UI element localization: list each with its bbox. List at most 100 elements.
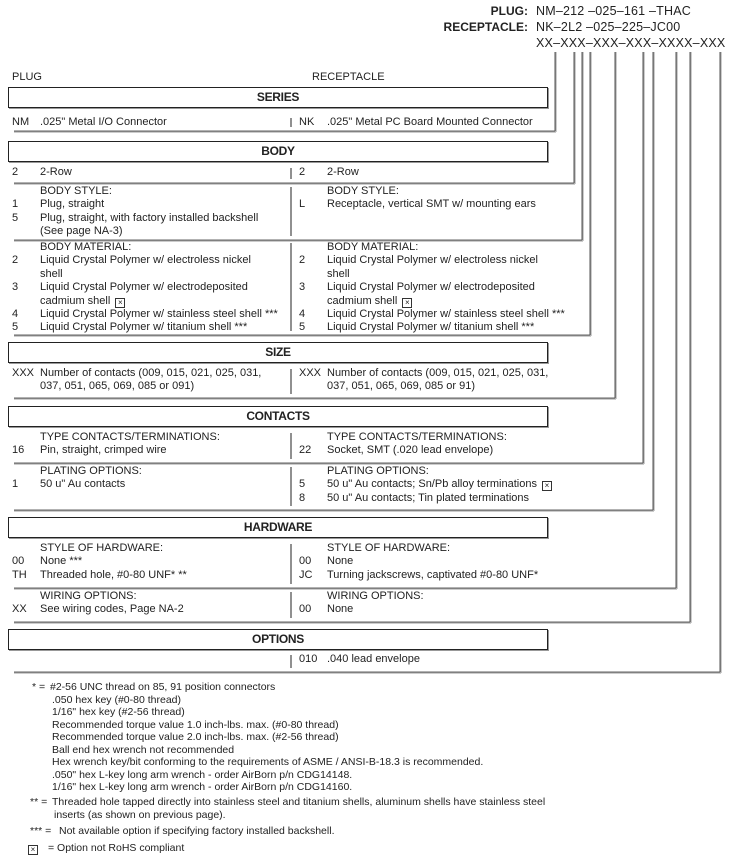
option-code: XX [12,603,27,616]
footnote-line: Hex wrench key/bit conforming to the req… [52,756,484,768]
group-label: STYLE OF HARDWARE: [40,542,164,554]
non-rohs-icon: × [402,297,413,308]
option-code: NK [299,116,315,128]
footnote-line: 1/16" hex L-key long arm wrench - order … [52,781,353,793]
option-code: 010 [299,653,318,665]
option-text: 50 u" Au contacts; Sn/Pb alloy terminati… [327,478,537,491]
option-code: 2 [12,254,19,267]
option-row: 5 50 u" Au contacts; Sn/Pb alloy terminat… [299,478,552,492]
group-label: WIRING OPTIONS: [327,590,424,602]
section-heading-series: SERIES [8,87,548,108]
option-row: 3 Liquid Crystal Polymer w/ electrodeposi… [299,281,565,308]
option-text: See wiring codes, Page NA-2 [40,603,184,616]
option-code: XXX [299,367,322,379]
option-row: XX See wiring codes, Page NA-2 [12,603,184,616]
option-text: Plug, straight [40,198,105,211]
group-label: BODY MATERIAL: [40,241,132,253]
group-label: PLATING OPTIONS: [40,465,142,477]
option-code: 00 [299,555,312,568]
footnote-line: 1/16" hex key (#2-56 thread) [52,706,185,718]
section-heading-contacts: CONTACTS [8,406,548,427]
option-row: 2 2-Row [12,166,72,179]
option-text: Liquid Crystal Polymer w/ stainless stee… [40,308,278,321]
footnote-mark: * = [32,681,46,693]
option-row: 4 Liquid Crystal Polymer w/ stainless ste… [299,308,565,321]
option-row: 5 Liquid Crystal Polymer w/ titanium shel… [12,321,278,334]
receptacle-options: 010 .040 lead envelope [299,653,420,666]
option-code: 4 [12,308,19,321]
footnote-line: Recommended torque value 2.0 inch-lbs. m… [52,731,339,743]
option-code: 2 [12,166,19,178]
option-code: 2 [299,166,306,178]
option-text: 2-Row [327,166,359,178]
option-text: None [327,555,354,568]
option-text: Turning jackscrews, captivated #0-80 UNF… [327,568,539,581]
non-rohs-icon: × [115,297,126,308]
footnote-mark: ** = [30,796,48,808]
footnote-line: Threaded hole tapped directly into stain… [52,796,546,808]
group-label: BODY STYLE: [40,185,112,197]
option-code: 5 [299,478,306,491]
option-row: 4 Liquid Crystal Polymer w/ stainless ste… [12,308,278,321]
option-code: 3 [12,281,19,294]
option-text: 50 u" Au contacts [40,478,126,491]
option-code: 5 [12,321,19,334]
option-text: Receptacle, vertical SMT w/ mounting ear… [327,198,536,211]
plug-options: 2 2-Row [12,166,72,179]
option-text: 2-Row [40,166,72,178]
option-code: 00 [299,603,312,616]
option-row: 2 Liquid Crystal Polymer w/ electroless n… [12,254,278,281]
option-text: None *** [40,555,83,568]
option-text: Liquid Crystal Polymer w/ electrodeposit… [327,281,535,307]
option-text: Socket, SMT (.020 lead envelope) [327,444,494,457]
plug-label: PLUG: [490,4,528,18]
receptacle-column-label: RECEPTACLE [312,71,385,83]
code-template: XX–XXX–XXX–XXX–XXXX–XXX [536,36,726,50]
option-text: Liquid Crystal Polymer w/ titanium shell… [327,321,535,334]
option-text: Liquid Crystal Polymer w/ electroless ni… [40,254,251,280]
plug-options: NM.025" Metal I/O Connector [12,116,167,129]
footnote-line: inserts (as shown on previous page). [54,808,226,821]
footnote-line: Not available option if specifying facto… [59,825,335,837]
option-text: .040 lead envelope [327,653,420,665]
option-text: Pin, straight, crimped wire [40,444,167,457]
footnote-line: = Option not RoHS compliant [48,842,185,854]
option-code: 3 [299,281,306,294]
section-heading-body: BODY [8,141,548,162]
receptacle-code: NK–2L2 –025–225–JC00 [536,20,681,34]
option-code: 4 [299,308,306,321]
option-code: 2 [299,254,306,267]
option-text: Plug, straight, with factory installed b… [40,211,259,238]
option-text: Liquid Crystal Polymer w/ stainless stee… [327,308,565,321]
option-code: 8 [299,491,306,504]
option-text: .025" Metal PC Board Mounted Connector [327,116,533,128]
option-row: 010 .040 lead envelope [299,653,420,666]
group-label: TYPE CONTACTS/TERMINATIONS: [40,431,220,443]
option-code: XXX [12,367,35,379]
footnote-line: Ball end hex wrench not recommended [52,743,235,756]
section-heading-hardware: HARDWARE [8,517,548,538]
option-text: Liquid Crystal Polymer w/ titanium shell… [40,321,248,334]
option-text: Threaded hole, #0-80 UNF* ** [40,568,187,581]
option-code: NM [12,116,30,128]
